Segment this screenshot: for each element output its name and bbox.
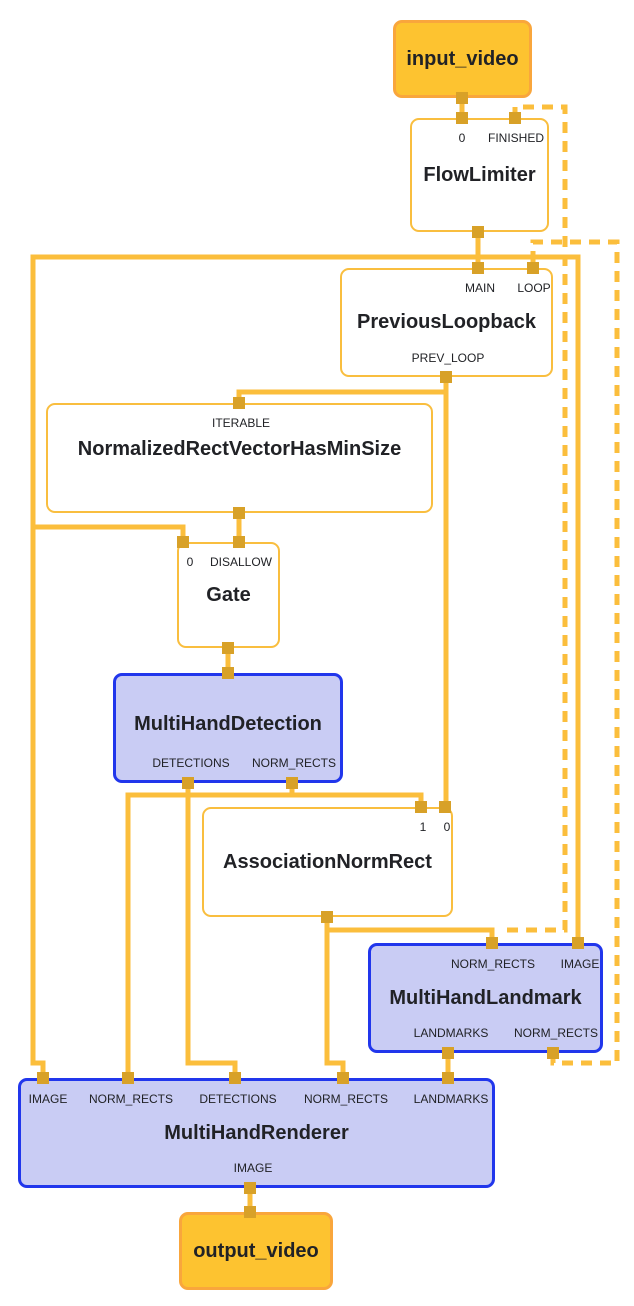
node-flowlimiter[interactable]: 0 FINISHED FlowLimiter <box>410 118 549 232</box>
port-label: LANDMARKS <box>413 1026 489 1040</box>
node-normalizedrectvectorhasminsize[interactable]: ITERABLE NormalizedRectVectorHasMinSize <box>46 403 433 513</box>
port-label: FINISHED <box>487 131 545 145</box>
edge-association-to-renderer <box>324 917 346 1078</box>
port-label: DETECTIONS <box>199 1092 277 1106</box>
node-multihandrenderer[interactable]: IMAGE NORM_RECTS DETECTIONS NORM_RECTS L… <box>18 1078 495 1188</box>
node-output-video[interactable]: output_video <box>179 1212 333 1290</box>
edge-prevloop-to-hasminsize <box>236 389 446 403</box>
port-label: MAIN <box>465 281 495 295</box>
port-label: NORM_RECTS <box>450 957 536 971</box>
node-title: AssociationNormRect <box>223 850 432 873</box>
port-label: NORM_RECTS <box>251 756 337 770</box>
port-label: 0 <box>186 555 194 569</box>
port-label: NORM_RECTS <box>88 1092 174 1106</box>
port-label: DETECTIONS <box>152 756 230 770</box>
node-title: PreviousLoopback <box>357 311 536 333</box>
node-title: output_video <box>193 1239 319 1262</box>
port-label: IMAGE <box>560 957 600 971</box>
node-title: NormalizedRectVectorHasMinSize <box>77 437 402 460</box>
edge-association-to-landmark <box>327 927 495 943</box>
edge-throttled-image-to-gate <box>33 524 186 542</box>
port-label: LOOP <box>517 281 551 295</box>
node-title: input_video <box>406 47 519 70</box>
node-title: MultiHandLandmark <box>389 986 582 1009</box>
node-multihanddetection[interactable]: DETECTIONS NORM_RECTS MultiHandDetection <box>113 673 343 783</box>
port-label: 0 <box>443 820 451 834</box>
port-label: 0 <box>458 131 466 145</box>
port-label: 1 <box>419 820 427 834</box>
node-title: MultiHandRenderer <box>164 1121 349 1144</box>
node-gate[interactable]: 0 DISALLOW Gate <box>177 542 280 648</box>
node-title: FlowLimiter <box>423 163 536 186</box>
port-label: NORM_RECTS <box>513 1026 599 1040</box>
node-title: MultiHandDetection <box>134 712 322 735</box>
node-input-video[interactable]: input_video <box>393 20 532 98</box>
node-title: Gate <box>206 583 251 606</box>
port-label: PREV_LOOP <box>411 351 485 365</box>
port-label: IMAGE <box>28 1092 68 1106</box>
node-previousloopback[interactable]: MAIN LOOP PREV_LOOP PreviousLoopback <box>340 268 553 377</box>
port-label: DISALLOW <box>209 555 273 569</box>
port-label: IMAGE <box>233 1161 273 1175</box>
port-label: ITERABLE <box>211 416 271 430</box>
port-label: LANDMARKS <box>413 1092 489 1106</box>
port-label: NORM_RECTS <box>303 1092 389 1106</box>
node-multihandlandmark[interactable]: NORM_RECTS IMAGE LANDMARKS NORM_RECTS Mu… <box>368 943 603 1053</box>
node-associationnormrect[interactable]: 1 0 AssociationNormRect <box>202 807 453 917</box>
